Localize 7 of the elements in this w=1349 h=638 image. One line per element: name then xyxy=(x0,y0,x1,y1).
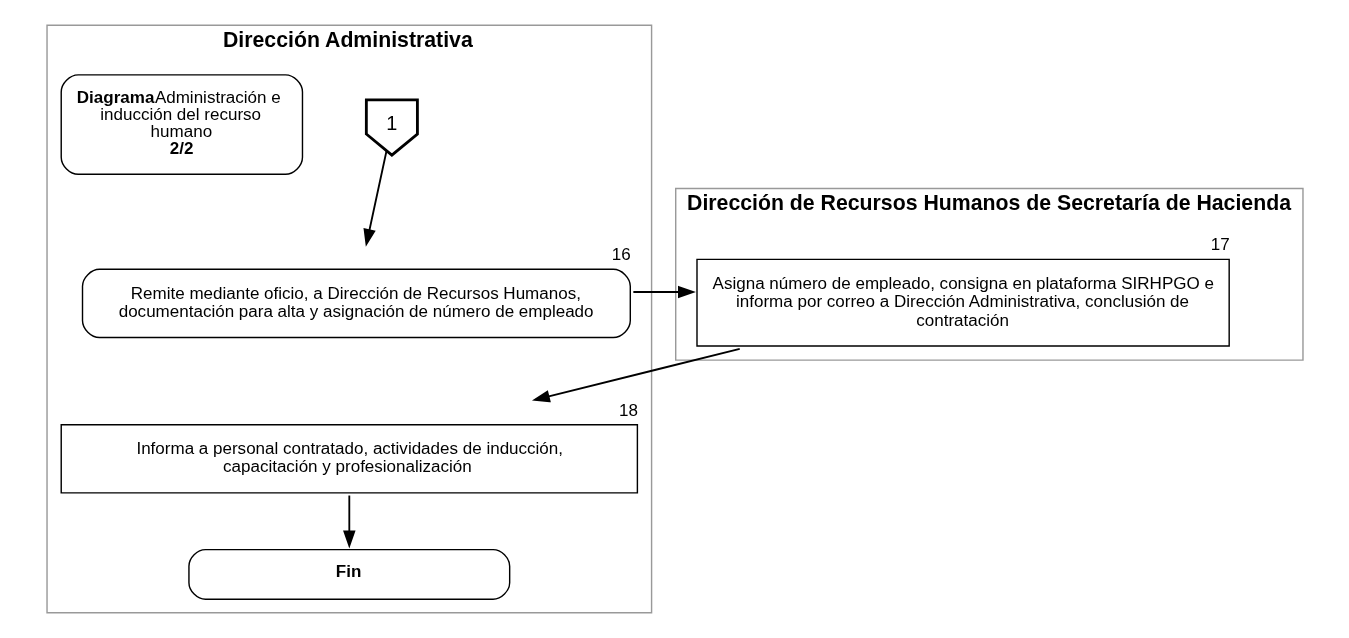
node-label: 18 xyxy=(618,400,638,420)
node-label: 16 xyxy=(611,245,631,265)
arrow xyxy=(631,285,696,299)
arrow xyxy=(342,494,356,549)
node-label: 17 xyxy=(1210,235,1230,255)
arrow xyxy=(362,150,387,247)
arrow xyxy=(531,347,741,403)
